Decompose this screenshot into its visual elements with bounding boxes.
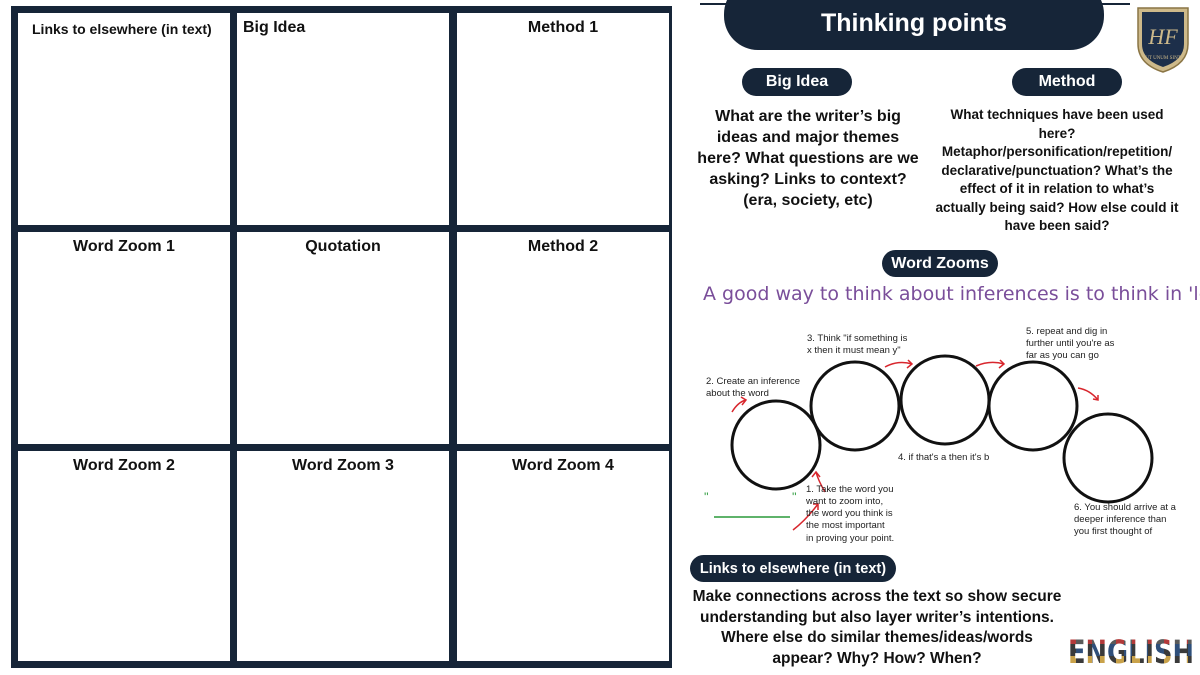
grid-cell-method-1[interactable]: Method 1 <box>457 13 669 225</box>
big-idea-text: What are the writer’s big ideas and majo… <box>688 106 928 211</box>
cell-title: Word Zoom 2 <box>73 457 175 474</box>
word-zooms-label: Word Zooms <box>882 250 998 277</box>
cell-title: Links to elsewhere (in text) <box>32 21 212 37</box>
cell-title: Word Zoom 3 <box>292 457 394 474</box>
step-3-text: 3. Think "if something is x then it must… <box>807 333 910 356</box>
page-title: Thinking points <box>724 0 1104 50</box>
cell-title: Word Zoom 1 <box>73 238 175 255</box>
grid-cell-word-zoom-2[interactable]: Word Zoom 2 <box>18 451 230 661</box>
step-5-text: 5. repeat and dig in further until you'r… <box>1026 326 1117 361</box>
grid-cell-word-zoom-1[interactable]: Word Zoom 1 <box>18 232 230 444</box>
big-idea-line: asking? Links to context? <box>709 171 907 188</box>
links-line: Make connections across the text so show… <box>692 588 1062 605</box>
grid-cell-quotation[interactable]: Quotation <box>237 232 449 444</box>
method-line: effect of it in relation to what’s <box>959 181 1155 196</box>
method-line: here? <box>1038 125 1076 141</box>
step-4-text: 4. if that's a then it's b <box>898 452 989 463</box>
cell-title: Word Zoom 4 <box>512 457 614 474</box>
links-line: Where else do similar themes/ideas/words <box>721 629 1033 646</box>
grid-cell-word-zoom-4[interactable]: Word Zoom 4 <box>457 451 669 661</box>
grid-cell-method-2[interactable]: Method 2 <box>457 232 669 444</box>
inference-loops-diagram: '' '' 2. Create an inference about the w… <box>704 326 1179 544</box>
method-line: have been said? <box>1004 218 1110 233</box>
grid-cell-big-idea[interactable]: Big Idea <box>237 13 449 225</box>
loop-circle-2 <box>809 360 901 452</box>
big-idea-line: What are the writer’s big <box>715 108 901 125</box>
step-1-text: 1. Take the word you want to zoom into, … <box>805 484 896 544</box>
header-rule-left <box>700 3 740 5</box>
quote-mark-close: '' <box>792 490 797 504</box>
crest-motto: UT UNUM SINT <box>1145 56 1180 61</box>
english-logo-text: ENGLISH <box>1068 633 1194 668</box>
links-line: appear? Why? How? When? <box>772 649 982 667</box>
grid-cell-word-zoom-3[interactable]: Word Zoom 3 <box>237 451 449 661</box>
loop-circle-4 <box>987 360 1079 452</box>
method-line: actually being said? How else could it <box>935 199 1179 215</box>
word-zooms-intro: A good way to think about inferences is … <box>703 283 1200 305</box>
step-2-text: 2. Create an inference about the word <box>706 376 803 399</box>
method-line: Metaphor/personification/repetition/ <box>941 144 1173 159</box>
cell-title: Method 1 <box>527 19 599 36</box>
school-crest-icon: HF UT UNUM SINT <box>1137 7 1189 73</box>
cell-title: Method 2 <box>527 238 599 255</box>
loop-circle-3 <box>899 354 991 446</box>
cell-title: Big Idea <box>243 19 306 36</box>
loop-circle-5 <box>1062 412 1154 504</box>
big-idea-line: ideas and major themes <box>716 129 900 146</box>
step-6-text: 6. You should arrive at a deeper inferen… <box>1074 502 1179 537</box>
quote-mark-open: '' <box>704 490 709 504</box>
big-idea-label: Big Idea <box>742 68 852 96</box>
grid-cell-links[interactable]: Links to elsewhere (in text) <box>18 13 230 225</box>
big-idea-line: (era, society, etc) <box>743 192 873 209</box>
method-line: declarative/punctuation? What’s the <box>941 162 1173 178</box>
method-label: Method <box>1012 68 1122 96</box>
cell-title: Quotation <box>305 238 381 255</box>
english-logo: ENGLISH <box>1068 633 1194 668</box>
answer-grid: Links to elsewhere (in text) Big Idea Me… <box>11 6 672 668</box>
method-text: What techniques have been used here? Met… <box>920 106 1194 236</box>
header-rule-right <box>1090 3 1130 5</box>
crest-monogram: HF <box>1147 24 1178 49</box>
method-line: What techniques have been used <box>950 107 1164 122</box>
links-line: understanding but also layer writer’s in… <box>700 608 1054 626</box>
big-idea-line: here? What questions are we <box>697 150 919 167</box>
loop-circle-1 <box>730 399 822 491</box>
links-text: Make connections across the text so show… <box>684 587 1070 669</box>
links-label: Links to elsewhere (in text) <box>690 555 896 582</box>
